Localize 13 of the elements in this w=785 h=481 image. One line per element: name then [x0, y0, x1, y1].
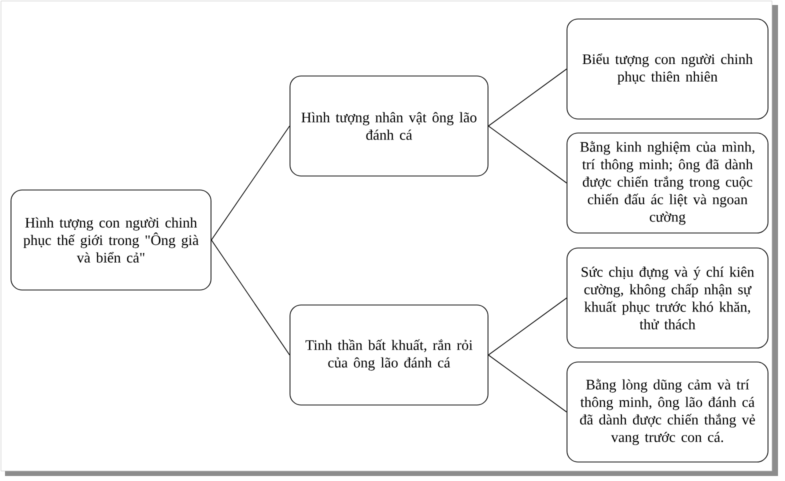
connector-line	[488, 354, 567, 412]
connector-line	[488, 298, 567, 356]
connector-line	[488, 126, 567, 184]
text-box: Hình tượng con người chinh phục thế giới trong "Ông già và biển cả"	[10, 190, 212, 290]
text-box: Bằng kinh nghiệm của mình, trí thông minh; ông đã dành được chiến trắng trong cuộc chiến đấu ác liệt và ngoan cường	[566, 132, 768, 234]
text-box: Hình tượng nhân vật ông lão đánh cá	[290, 76, 488, 176]
connector-line	[211, 240, 290, 356]
text-box: Biểu tượng con người chinh phục thiên nhiên	[566, 18, 768, 120]
connector-line	[488, 68, 567, 126]
text-box: Sức chịu đựng và ý chí kiên cường, không chấp nhận sự khuất phục trước khó khăn, thử thách	[566, 248, 768, 348]
connector-line	[211, 126, 290, 240]
text-box: Tinh thần bất khuất, rắn rỏi của ông lão đánh cá	[290, 304, 488, 406]
text-box: Bằng lòng dũng cảm và trí thông minh, ông lão đánh cá đã dành được chiến thắng vẻ vang trước con cá.	[566, 362, 768, 462]
